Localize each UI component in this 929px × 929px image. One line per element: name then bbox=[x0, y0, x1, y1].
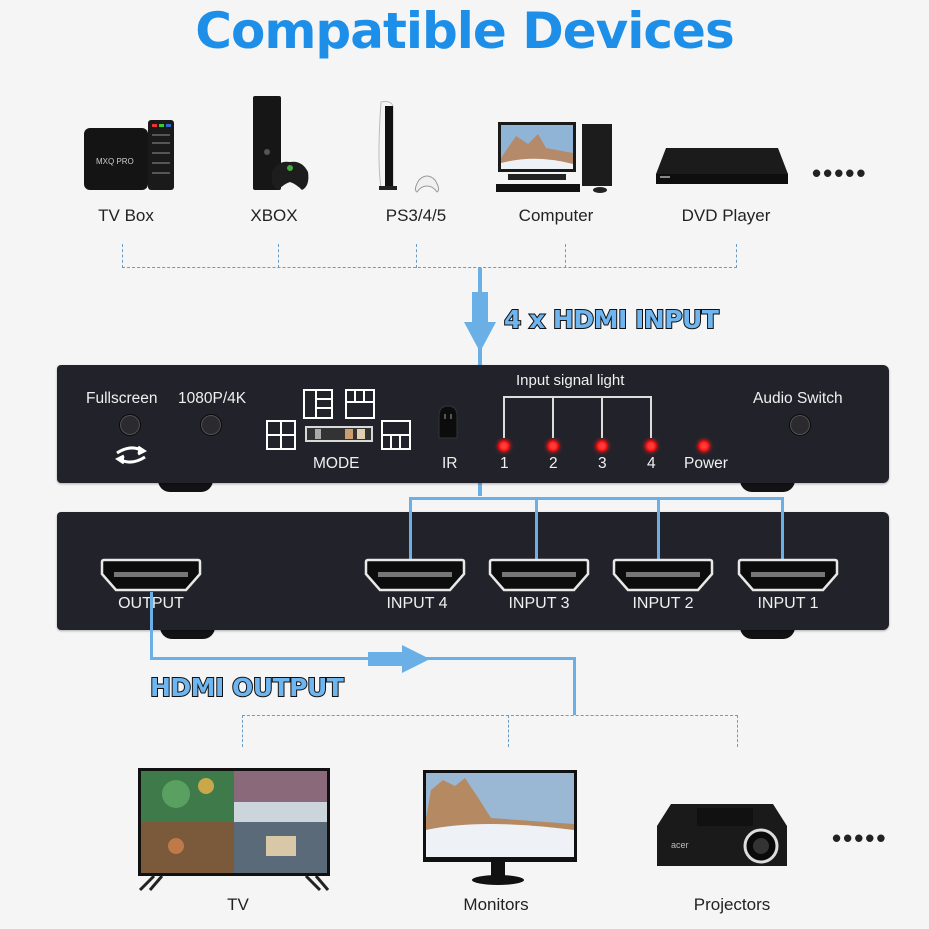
input-port-label-1: INPUT 1 bbox=[757, 595, 819, 612]
projector-icon: acer bbox=[653, 800, 797, 872]
page-title: Compatible Devices bbox=[195, 2, 734, 60]
connector-line bbox=[278, 244, 279, 268]
fullscreen-label: Fullscreen bbox=[86, 390, 158, 407]
power-led bbox=[698, 440, 710, 452]
connector-line bbox=[122, 244, 123, 268]
led-label-2: 2 bbox=[549, 455, 558, 472]
input-branch-line bbox=[535, 512, 538, 560]
resolution-button[interactable] bbox=[200, 414, 222, 436]
resolution-label: 1080P/4K bbox=[178, 390, 247, 407]
playstation-icon bbox=[375, 100, 445, 196]
device-foot bbox=[158, 480, 213, 492]
connector-line bbox=[242, 715, 243, 747]
xbox-icon bbox=[250, 94, 312, 196]
ir-sensor-icon bbox=[437, 404, 459, 440]
device-label-computer: Computer bbox=[518, 206, 594, 225]
led-label-4: 4 bbox=[647, 455, 656, 472]
signal-led-1 bbox=[498, 440, 510, 452]
signal-light-bracket bbox=[503, 396, 653, 438]
hdmi-input-port-4[interactable] bbox=[364, 558, 466, 592]
connector-line bbox=[565, 244, 566, 268]
signal-light-label: Input signal light bbox=[516, 372, 625, 389]
hdmi-input-port-3[interactable] bbox=[488, 558, 590, 592]
right-arrow-icon bbox=[368, 645, 430, 673]
output-flow-line bbox=[150, 592, 153, 660]
hdmi-output-port[interactable] bbox=[100, 558, 202, 592]
output-flow-line bbox=[150, 657, 575, 660]
input-branch-line bbox=[781, 512, 784, 560]
power-label: Power bbox=[684, 455, 728, 472]
layout-quad-icon bbox=[266, 420, 296, 450]
device-label-dvd-player: DVD Player bbox=[681, 206, 771, 225]
hdmi-input-port-2[interactable] bbox=[612, 558, 714, 592]
down-arrow-icon bbox=[464, 292, 496, 352]
more-input-devices-indicator: ••••• bbox=[812, 158, 868, 188]
mode-label: MODE bbox=[313, 455, 360, 472]
input-port-label-2: INPUT 2 bbox=[632, 595, 694, 612]
output-flow-line bbox=[573, 657, 576, 715]
device-foot bbox=[740, 627, 795, 639]
connector-line bbox=[508, 715, 509, 747]
device-label-ps: PS3/4/5 bbox=[385, 206, 447, 225]
fullscreen-button[interactable] bbox=[119, 414, 141, 436]
layout-top-three-icon bbox=[345, 389, 375, 419]
mode-dip-switch[interactable] bbox=[305, 426, 373, 442]
dvd-player-icon bbox=[654, 144, 790, 192]
signal-led-3 bbox=[596, 440, 608, 452]
connector-line bbox=[736, 244, 737, 268]
device-foot bbox=[160, 627, 215, 639]
layout-bottom-three-icon bbox=[381, 420, 411, 450]
device-foot bbox=[740, 480, 795, 492]
ir-label: IR bbox=[442, 455, 458, 472]
signal-led-4 bbox=[645, 440, 657, 452]
input-branch-line bbox=[409, 512, 412, 560]
led-label-3: 3 bbox=[598, 455, 607, 472]
input-branch-line bbox=[657, 512, 660, 560]
layout-pip-left-icon bbox=[303, 389, 333, 419]
device-label-xbox: XBOX bbox=[250, 206, 298, 225]
device-label-tv: TV bbox=[227, 895, 249, 914]
tv-box-icon: MXQ PRO bbox=[82, 118, 182, 196]
connector-line bbox=[416, 244, 417, 268]
connector-line bbox=[737, 715, 738, 747]
hdmi-output-label: HDMI OUTPUT bbox=[149, 672, 345, 703]
connector-line bbox=[242, 715, 738, 716]
hdmi-input-label: 4 x HDMI INPUT bbox=[503, 304, 720, 335]
connector-line bbox=[122, 267, 737, 268]
monitor-icon bbox=[421, 768, 579, 886]
device-label-tv-box: TV Box bbox=[98, 206, 154, 225]
more-output-devices-indicator: ••••• bbox=[832, 823, 888, 853]
svg-text:acer: acer bbox=[671, 840, 689, 850]
audio-switch-label: Audio Switch bbox=[753, 390, 843, 407]
computer-icon bbox=[496, 118, 614, 196]
input-port-label-4: INPUT 4 bbox=[386, 595, 448, 612]
input-branch-line bbox=[409, 497, 784, 500]
device-label-projectors: Projectors bbox=[693, 895, 771, 914]
signal-led-2 bbox=[547, 440, 559, 452]
hdmi-input-port-1[interactable] bbox=[737, 558, 839, 592]
input-port-label-3: INPUT 3 bbox=[508, 595, 570, 612]
svg-text:MXQ PRO: MXQ PRO bbox=[96, 157, 134, 166]
device-label-monitors: Monitors bbox=[463, 895, 529, 914]
led-label-1: 1 bbox=[500, 455, 509, 472]
swap-arrows-icon bbox=[113, 442, 149, 468]
tv-icon bbox=[136, 766, 332, 892]
audio-switch-button[interactable] bbox=[789, 414, 811, 436]
front-panel bbox=[57, 365, 889, 483]
